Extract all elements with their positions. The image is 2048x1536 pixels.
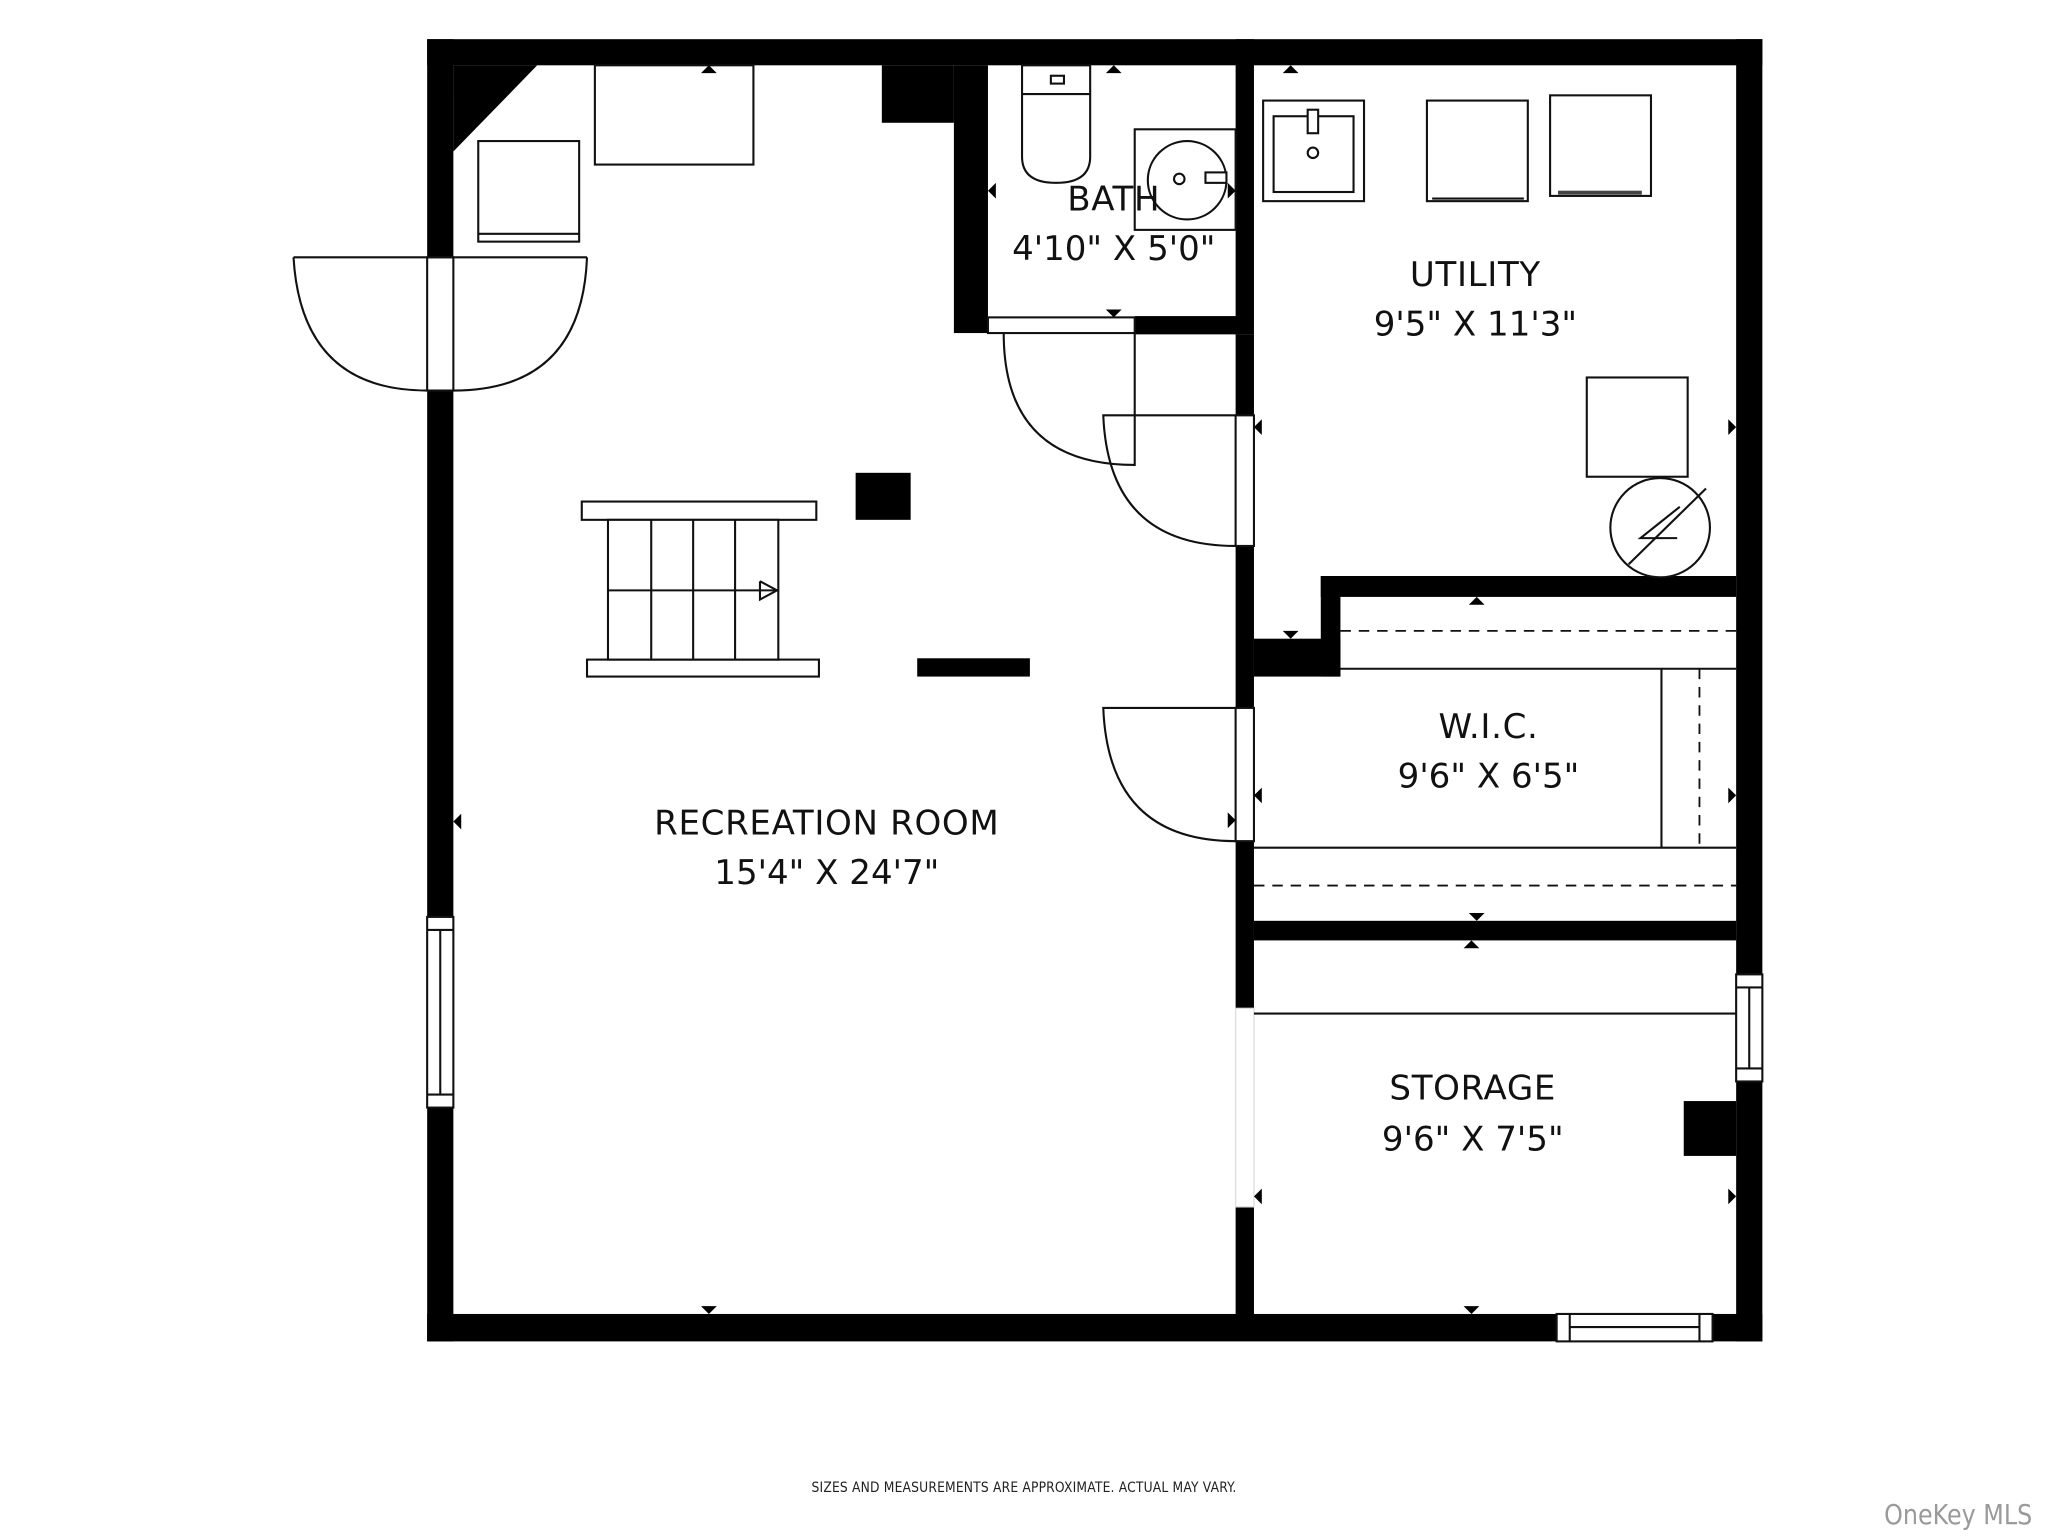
cabinet-icon (593, 64, 755, 166)
room-name: UTILITY (1410, 255, 1541, 295)
room-name: RECREATION ROOM (654, 804, 999, 844)
room-dimensions: 15'4" X 24'7" (714, 853, 939, 893)
room-dimensions: 4'10" X 5'0" (1012, 229, 1215, 269)
room-recreation: RECREATION ROOM 15'4" X 24'7" (654, 804, 999, 894)
column-icon (855, 472, 911, 520)
water-heater-icon (1585, 376, 1689, 478)
sink-icon (1133, 128, 1237, 231)
interior-walls (953, 39, 1737, 1325)
room-dimensions: 9'5" X 11'3" (1374, 305, 1577, 345)
room-name: BATH (1067, 179, 1160, 219)
room-wic: W.I.C. 9'6" X 6'5" (1398, 707, 1580, 797)
window-icon (426, 915, 1764, 1343)
appliance-icon (477, 140, 581, 243)
washer-icon (1425, 99, 1529, 203)
room-name: STORAGE (1389, 1069, 1556, 1109)
room-utility: UTILITY 9'5" X 11'3" (1374, 255, 1577, 345)
watermark-logo: OneKey MLS (1883, 1498, 2032, 1531)
beam-icon (917, 658, 1030, 677)
wic-door-icon (1102, 706, 1256, 843)
storage-opening (1234, 1007, 1255, 1208)
measurement-markers (453, 65, 1737, 1314)
door-icon (292, 256, 589, 392)
electric-panel-icon (1609, 476, 1711, 579)
outer-walls (427, 39, 1763, 1342)
room-storage: STORAGE 9'6" X 7'5" (1382, 1069, 1564, 1160)
closet-shelves (1253, 629, 1737, 887)
dryer-icon (1549, 94, 1653, 197)
utility-door-icon (1102, 414, 1256, 548)
toilet-icon (1020, 64, 1092, 184)
disclaimer-text: SIZES AND MEASUREMENTS ARE APPROXIMATE. … (811, 1480, 1237, 1496)
room-name: W.I.C. (1439, 707, 1539, 747)
stairs-icon (580, 500, 820, 678)
bath-door-icon (986, 316, 1136, 467)
room-dimensions: 9'6" X 7'5" (1382, 1120, 1564, 1160)
room-bath: BATH 4'10" X 5'0" (1012, 179, 1215, 269)
utility-sink-icon (1262, 99, 1366, 203)
room-dimensions: 9'6" X 6'5" (1398, 757, 1580, 797)
